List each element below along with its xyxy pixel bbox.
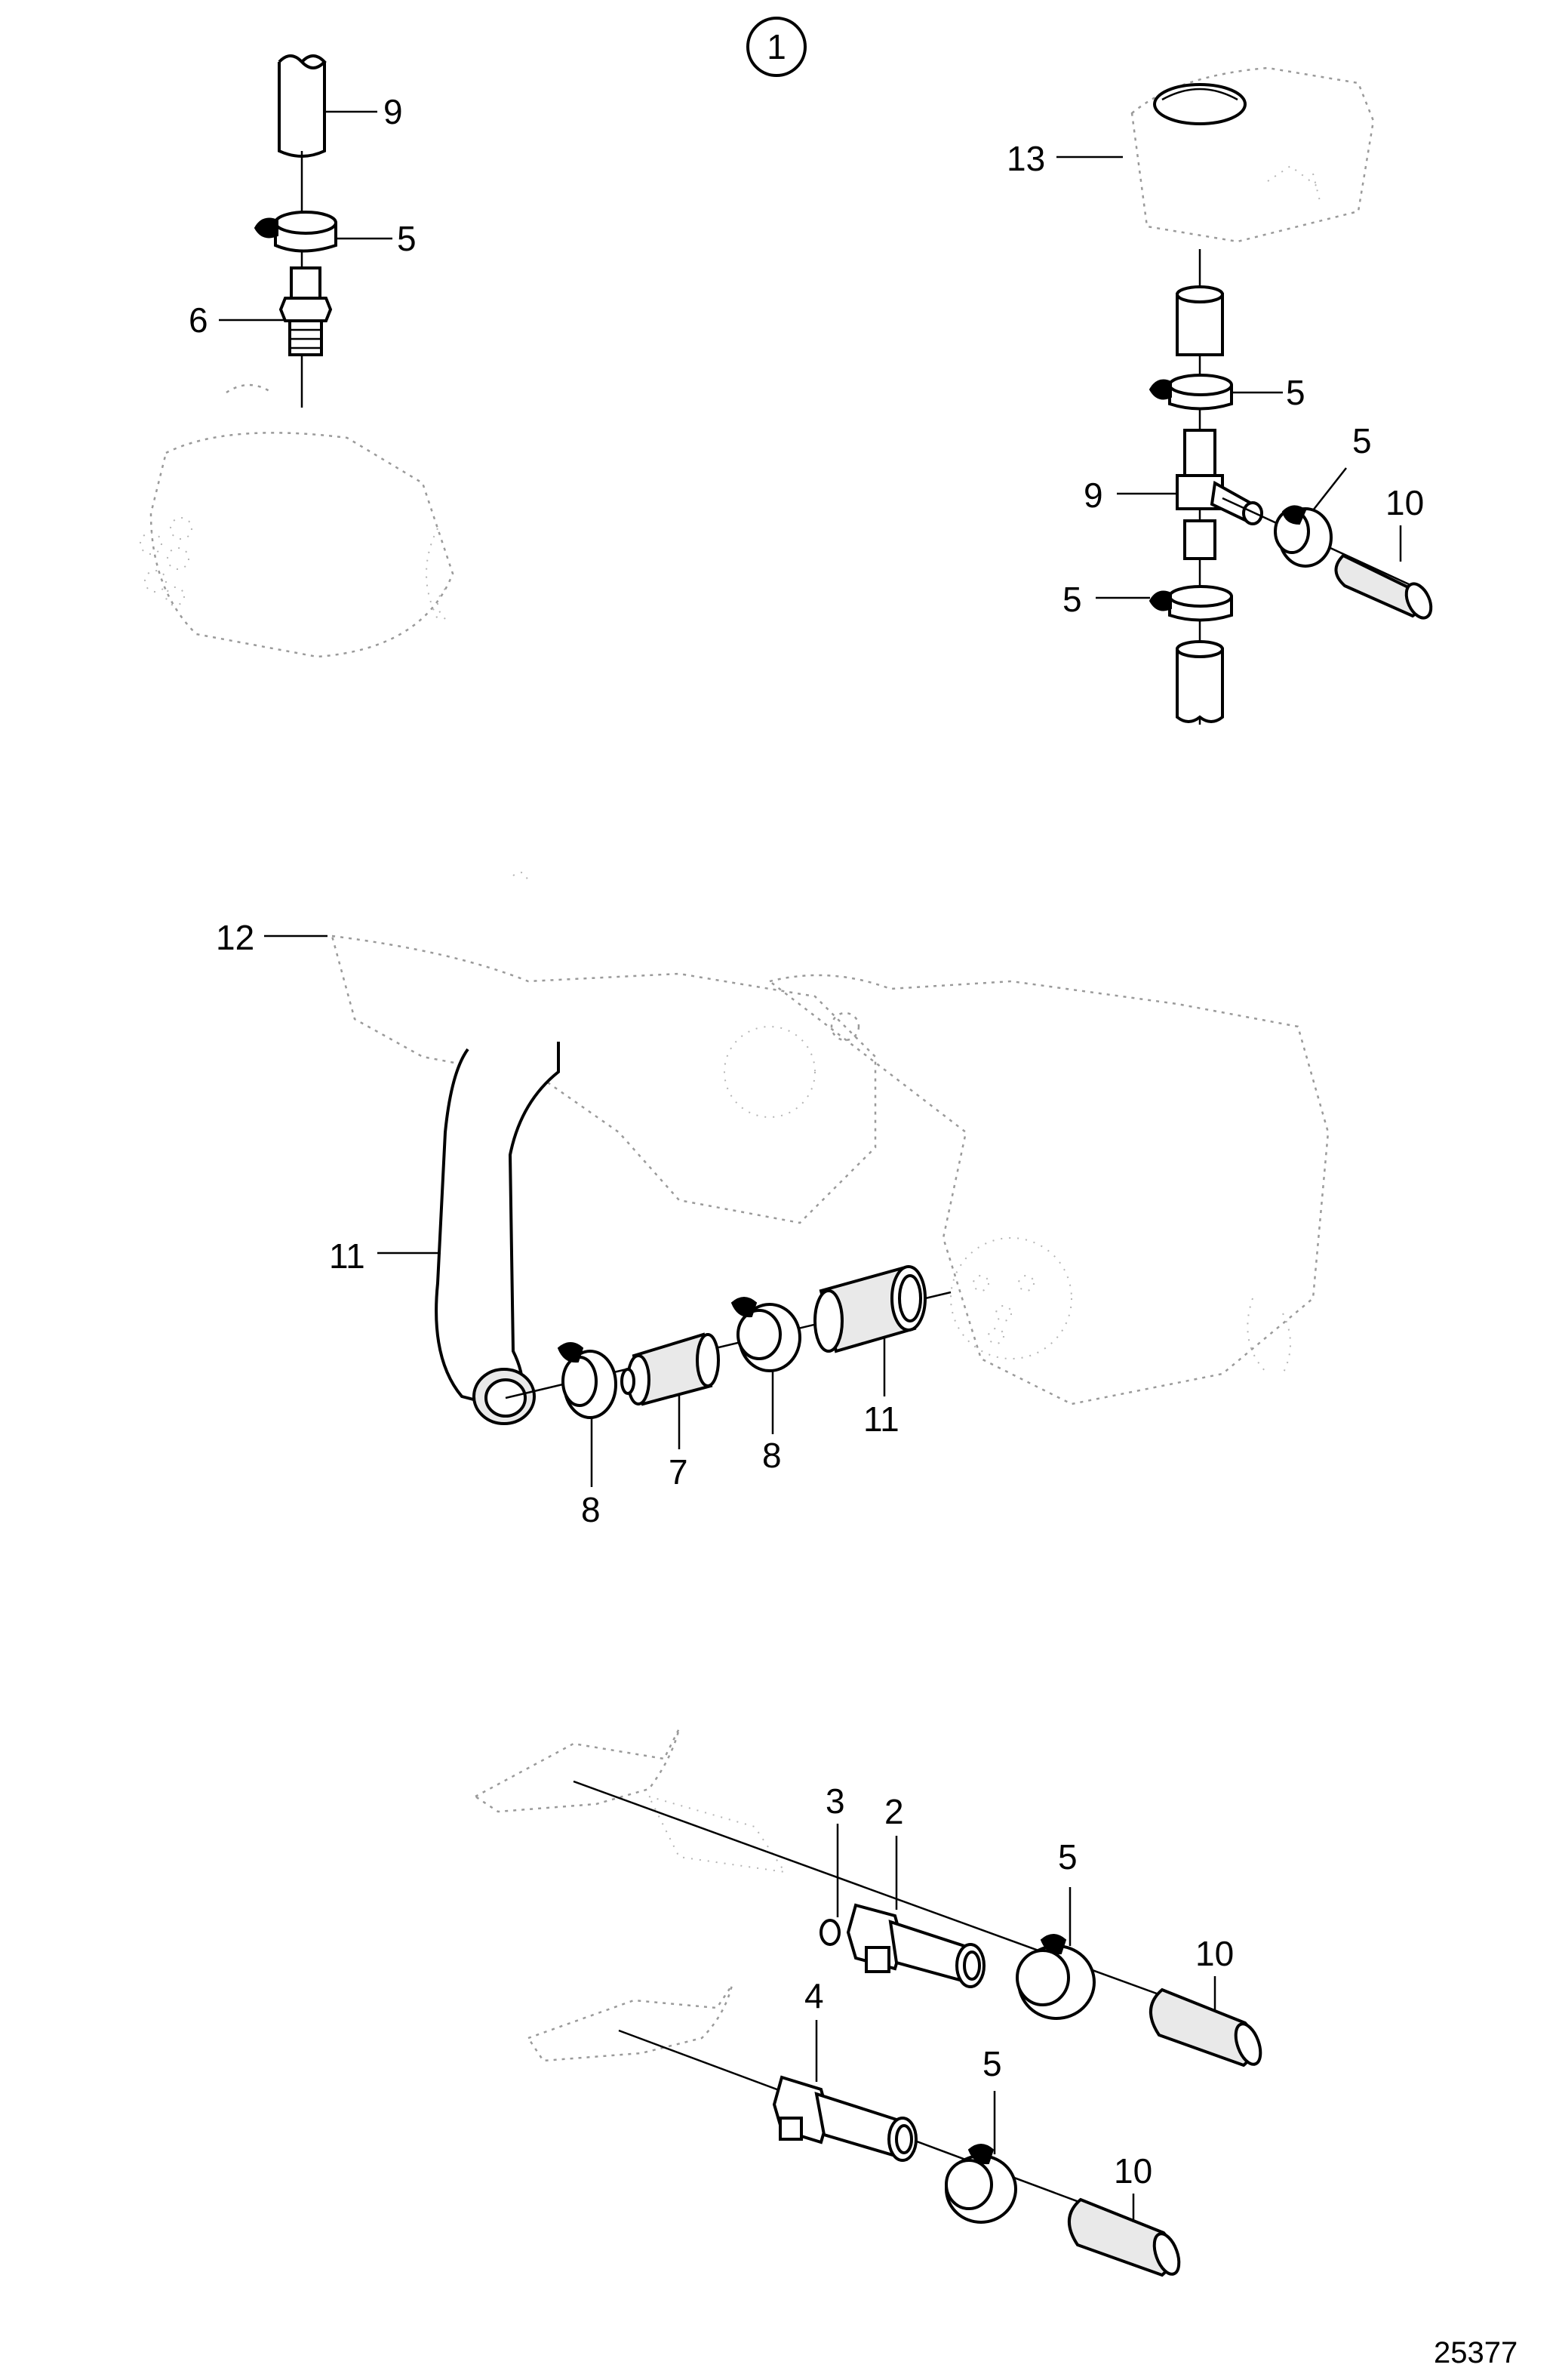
callout-4: 4 bbox=[804, 1976, 824, 2015]
callout-5-low-a: 5 bbox=[1058, 1837, 1078, 1877]
figure-number-badge: 1 bbox=[746, 17, 807, 77]
callout-5-tr-a: 5 bbox=[1286, 373, 1305, 412]
callout-7: 7 bbox=[669, 1452, 688, 1492]
callout-5-tr-c: 5 bbox=[1062, 580, 1082, 619]
callout-11-right: 11 bbox=[863, 1399, 899, 1439]
callout-11-left: 11 bbox=[329, 1236, 365, 1276]
figure-number: 1 bbox=[767, 27, 786, 66]
lower-assembly-b: 4 5 10 bbox=[527, 1976, 1181, 2277]
lower-assembly-a: 3 2 5 10 bbox=[473, 1728, 1262, 2067]
drawing-id: 25377 bbox=[1434, 2336, 1518, 2369]
callout-10-low-b: 10 bbox=[1114, 2151, 1152, 2191]
callout-8-mid: 8 bbox=[762, 1436, 782, 1475]
callout-2: 2 bbox=[884, 1792, 904, 1831]
callout-3: 3 bbox=[826, 1781, 845, 1821]
callout-6: 6 bbox=[189, 300, 208, 340]
callout-10-tr: 10 bbox=[1385, 483, 1424, 522]
callout-5-top: 5 bbox=[397, 219, 417, 258]
callout-9-tr: 9 bbox=[1084, 476, 1103, 515]
callout-9-top: 9 bbox=[383, 92, 403, 131]
callout-12: 12 bbox=[216, 918, 254, 957]
callout-10-low-a: 10 bbox=[1195, 1934, 1234, 1973]
top-right-assembly: 13 5 9 5 10 5 bbox=[1007, 66, 1433, 725]
callout-5-tr-b: 5 bbox=[1352, 421, 1372, 460]
middle-assembly: 12 11 8 7 8 11 bbox=[216, 871, 1330, 1529]
top-left-assembly: 9 5 6 bbox=[140, 54, 454, 658]
callout-5-low-b: 5 bbox=[982, 2044, 1002, 2083]
callout-8-left: 8 bbox=[581, 1490, 601, 1529]
callout-13: 13 bbox=[1007, 139, 1045, 178]
